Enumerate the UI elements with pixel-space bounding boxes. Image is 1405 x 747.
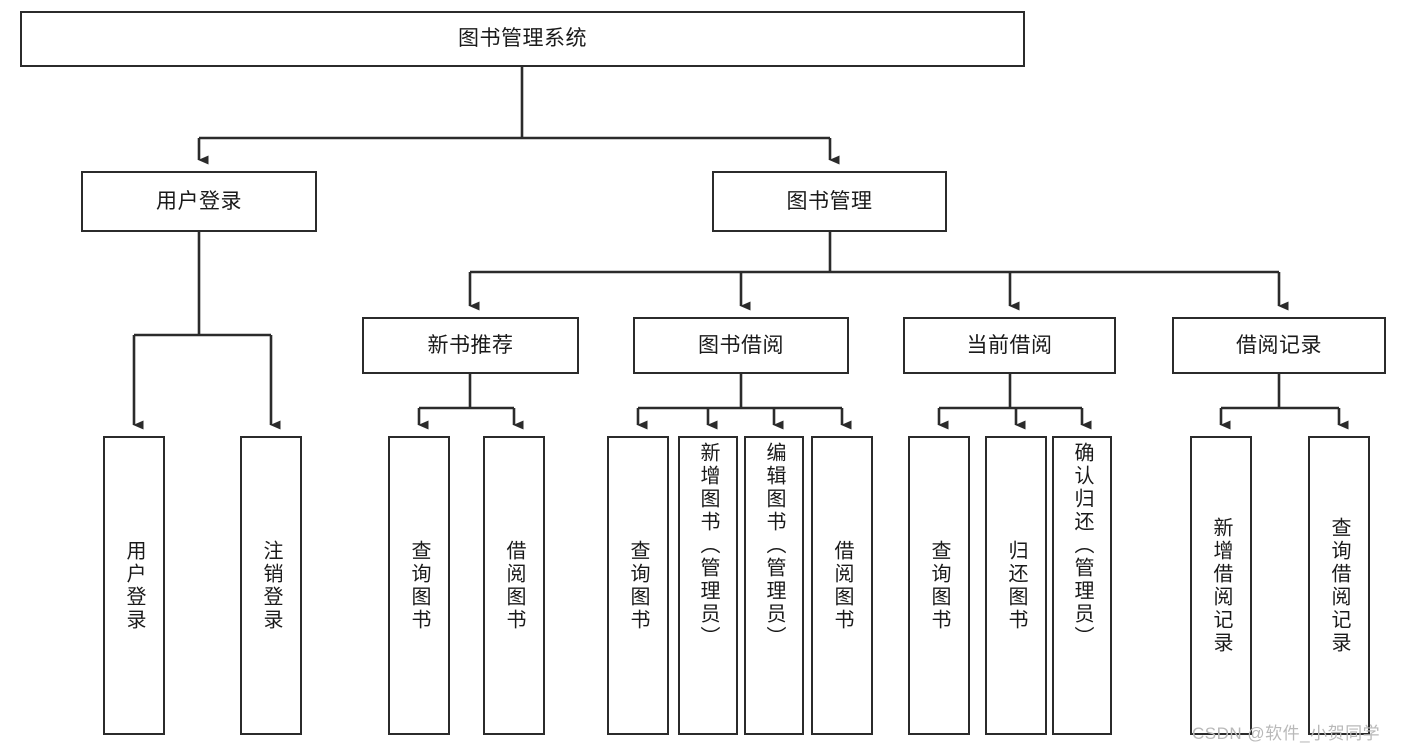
- leaf-node-label: 查询借阅记录: [1328, 516, 1350, 655]
- csdn-watermark: CSDN @软件_小贺同学: [1192, 724, 1381, 743]
- leaf-node-label: 查询图书: [408, 539, 430, 632]
- leaf-node-label: 确认归还（管理员）: [1071, 442, 1093, 649]
- node-root-label: 图书管理系统: [458, 27, 587, 51]
- leaf-node-label: 归还图书: [1005, 539, 1027, 632]
- leaf-node-label: 注销登录: [260, 539, 282, 632]
- node-book-management-label: 图书管理: [786, 189, 873, 213]
- leaf-node-label: 查询图书: [928, 539, 950, 632]
- connector-records-to-leaves: [1219, 374, 1349, 430]
- node-book-borrow-label: 图书借阅: [698, 333, 784, 357]
- leaf-node-label: 借阅图书: [831, 539, 853, 632]
- leaf-node[interactable]: 借阅图书: [483, 436, 545, 735]
- leaf-node[interactable]: 确认归还（管理员）: [1052, 436, 1112, 735]
- connector-booksmgmt-to-level3: [468, 232, 1289, 311]
- leaf-node[interactable]: 借阅图书: [811, 436, 873, 735]
- leaf-node[interactable]: 新增借阅记录: [1190, 436, 1252, 735]
- node-new-book-recommend-label: 新书推荐: [427, 333, 514, 357]
- leaf-node[interactable]: 查询借阅记录: [1308, 436, 1370, 735]
- leaf-node-label: 新增借阅记录: [1210, 516, 1232, 655]
- leaf-node[interactable]: 查询图书: [908, 436, 970, 735]
- node-book-management[interactable]: 图书管理: [712, 171, 947, 232]
- leaf-node[interactable]: 查询图书: [607, 436, 669, 735]
- leaf-node[interactable]: 新增图书（管理员）: [678, 436, 738, 735]
- node-current-borrow[interactable]: 当前借阅: [903, 317, 1116, 374]
- connector-current-to-leaves: [937, 374, 1092, 430]
- leaf-node-label: 编辑图书（管理员）: [763, 442, 785, 649]
- leaf-node-label: 新增图书（管理员）: [697, 442, 719, 649]
- leaf-node-label: 用户登录: [123, 539, 145, 632]
- node-new-book-recommend[interactable]: 新书推荐: [362, 317, 579, 374]
- node-user-login-label: 用户登录: [156, 189, 242, 213]
- connector-newbooks-to-leaves: [417, 374, 524, 430]
- node-user-login[interactable]: 用户登录: [81, 171, 317, 232]
- leaf-node[interactable]: 归还图书: [985, 436, 1047, 735]
- leaf-node[interactable]: 用户登录: [103, 436, 165, 735]
- node-current-borrow-label: 当前借阅: [966, 333, 1053, 357]
- node-root[interactable]: 图书管理系统: [20, 11, 1025, 67]
- leaf-node-label: 查询图书: [627, 539, 649, 632]
- leaf-node[interactable]: 查询图书: [388, 436, 450, 735]
- node-borrow-records-label: 借阅记录: [1236, 333, 1322, 357]
- node-borrow-records[interactable]: 借阅记录: [1172, 317, 1386, 374]
- leaf-node[interactable]: 注销登录: [240, 436, 302, 735]
- connector-root-to-level2: [197, 67, 840, 165]
- connector-borrow-to-leaves: [636, 374, 852, 430]
- leaf-node-label: 借阅图书: [503, 539, 525, 632]
- leaf-node[interactable]: 编辑图书（管理员）: [744, 436, 804, 735]
- connector-userlogin-to-leaves: [132, 232, 281, 430]
- node-book-borrow[interactable]: 图书借阅: [633, 317, 849, 374]
